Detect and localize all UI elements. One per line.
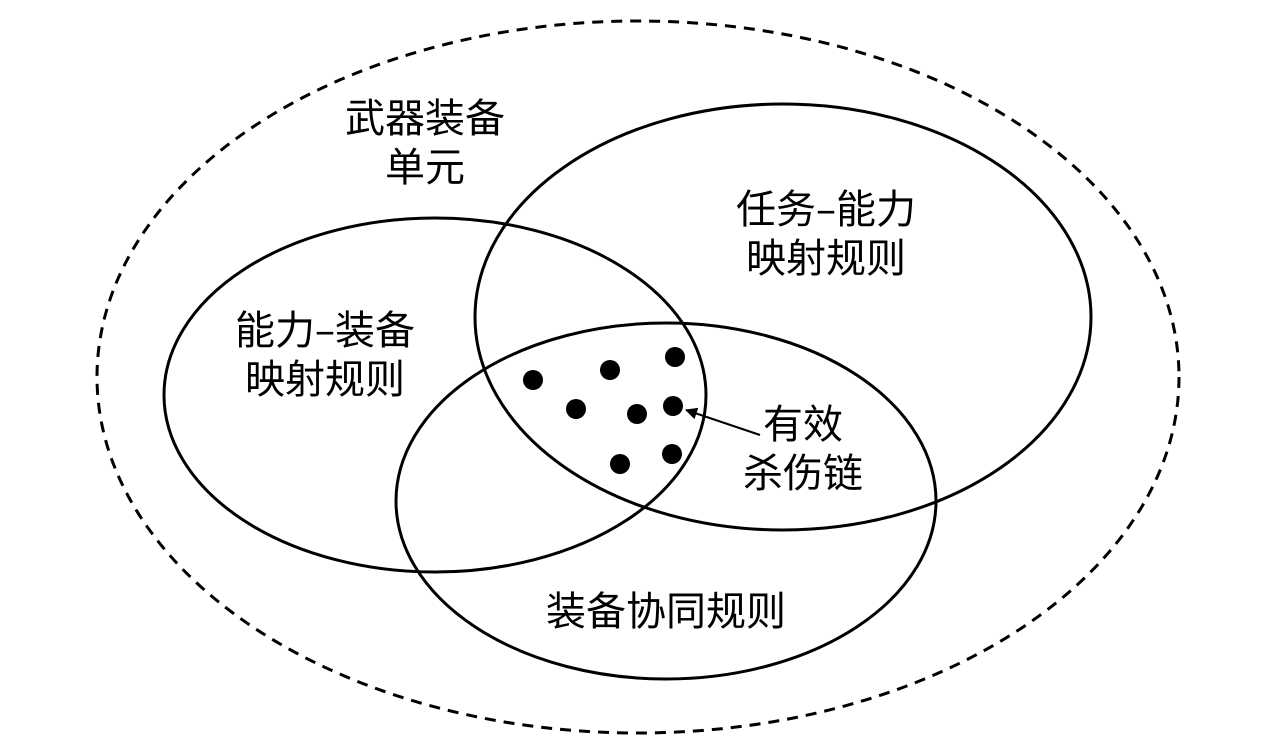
outer-dashed-ellipse (95, 19, 1181, 735)
kill-chain-label-line2: 杀伤链 (743, 451, 863, 497)
task-capability-label-line2: 映射规则 (746, 236, 906, 282)
capability-equipment-label-line2: 映射规则 (245, 357, 405, 403)
task-capability-label-line1: 任务–能力 (736, 187, 916, 233)
kill-chain-dot (566, 399, 586, 419)
kill-chain-dot (662, 444, 682, 464)
kill-chain-dot (610, 454, 630, 474)
equipment-coordination-label: 装备协同规则 (546, 589, 786, 635)
outer-set-label-line1: 武器装备 (345, 96, 505, 142)
capability-equipment-label-line1: 能力–装备 (235, 308, 415, 354)
kill-chain-dot (627, 404, 647, 424)
task-capability-ellipse (473, 102, 1093, 532)
equipment-coordination-ellipse (394, 321, 938, 681)
outer-set-label-line2: 单元 (385, 145, 465, 191)
kill-chain-dot (665, 347, 685, 367)
kill-chain-label-line1: 有效 (763, 402, 843, 448)
callout-arrow (685, 407, 761, 436)
kill-chain-dot (663, 396, 683, 416)
kill-chain-dot (600, 360, 620, 380)
kill-chain-dots (523, 347, 685, 474)
kill-chain-dot (523, 370, 543, 390)
capability-equipment-ellipse (162, 216, 708, 574)
